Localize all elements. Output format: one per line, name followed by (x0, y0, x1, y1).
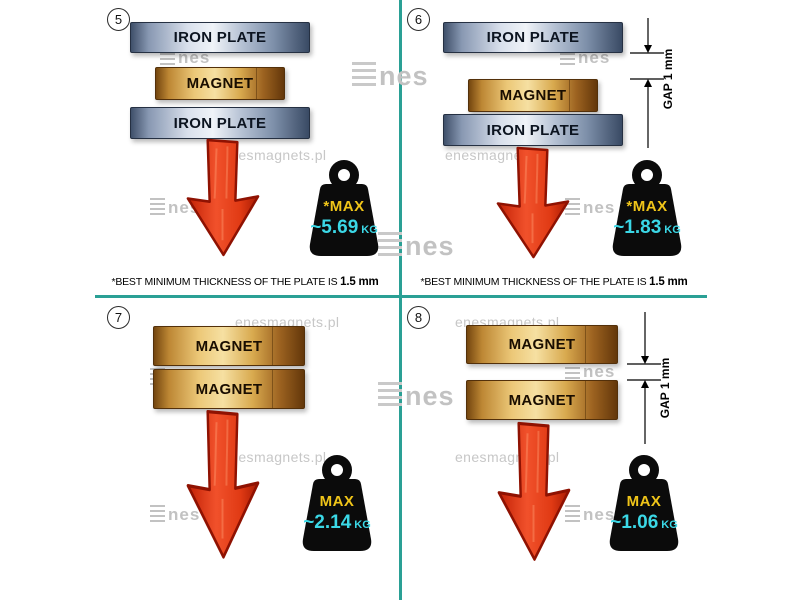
enes-logo-watermark: nes (352, 60, 429, 91)
weight-max-label: MAX (319, 493, 355, 510)
watermark-site: enesmagnets.pl (222, 147, 327, 163)
enes-logo-text: nes (583, 197, 616, 217)
magnet-block-bottom: MAGNET (153, 369, 305, 409)
gap-label: GAP 1 mm (658, 357, 672, 419)
gap-dimension-lines (627, 312, 661, 444)
magnet-block: MAGNET (155, 67, 285, 100)
enes-logo-text: nes (583, 504, 616, 524)
enes-logo-e-icon (150, 505, 165, 522)
enes-logo-text: nes (405, 380, 455, 411)
gap-label: GAP 1 mm (661, 48, 675, 110)
weight-unit: KG (361, 224, 378, 236)
kettlebell-shape (309, 160, 379, 256)
enes-logo-watermark: nes (150, 504, 201, 524)
pull-force-arrow-icon (497, 421, 571, 561)
weight-max-label: *MAX (626, 198, 668, 215)
footnote: *BEST MINIMUM THICKNESS OF THE PLATE IS … (408, 276, 700, 288)
enes-logo-watermark: nes (565, 361, 616, 381)
pull-force-arrow-icon (186, 409, 260, 559)
enes-logo-text: nes (168, 504, 201, 524)
panel-5-number: 5 (107, 8, 130, 31)
enes-logo-watermark: nes (565, 504, 616, 524)
enes-logo-e-icon (565, 505, 580, 522)
enes-logo-watermark: nes (378, 380, 455, 411)
footnote-text: *BEST MINIMUM THICKNESS OF THE PLATE IS (420, 276, 647, 288)
divider-vertical (399, 0, 402, 600)
enes-logo-e-icon (352, 62, 376, 88)
weight-max-label: MAX (626, 493, 662, 510)
enes-logo-watermark: nes (378, 230, 455, 261)
kettlebell-shape (612, 160, 682, 256)
weight-value-number: ~2.14 (303, 512, 352, 533)
footnote: *BEST MINIMUM THICKNESS OF THE PLATE IS … (95, 276, 395, 288)
enes-logo-e-icon (150, 198, 165, 215)
footnote-text: *BEST MINIMUM THICKNESS OF THE PLATE IS (111, 276, 338, 288)
enes-logo-e-icon (565, 362, 580, 379)
panel-6-number: 6 (407, 8, 430, 31)
weight-max-label: *MAX (323, 198, 365, 215)
magnet-block-top: MAGNET (466, 325, 618, 364)
footnote-bold: 1.5 mm (649, 276, 688, 288)
panel-8-number: 8 (407, 306, 430, 329)
enes-logo-e-icon (378, 232, 402, 258)
enes-logo-e-icon (378, 382, 402, 408)
pull-force-arrow-icon (496, 146, 570, 259)
watermark-site: enesmagnets.pl (222, 449, 327, 465)
enes-logo-text: nes (405, 230, 455, 261)
weight-unit: KG (661, 519, 678, 531)
iron-plate-top: IRON PLATE (130, 22, 310, 53)
kettlebell-shape (609, 455, 679, 551)
enes-logo-text: nes (583, 361, 616, 381)
footnote-bold: 1.5 mm (340, 276, 379, 288)
weight-unit: KG (354, 519, 371, 531)
magnet-block: MAGNET (468, 79, 598, 112)
iron-plate-bottom: IRON PLATE (443, 114, 623, 146)
pull-force-arrow-icon (186, 138, 260, 257)
magnet-block-bottom: MAGNET (466, 380, 618, 420)
magnet-block-top: MAGNET (153, 326, 305, 366)
iron-plate-top: IRON PLATE (443, 22, 623, 53)
enes-logo-text: nes (379, 60, 429, 91)
weight-value-number: ~5.69 (310, 217, 359, 238)
kettlebell-shape (302, 455, 372, 551)
gap-dimension-lines (630, 18, 664, 148)
panel-7-number: 7 (107, 306, 130, 329)
iron-plate-bottom: IRON PLATE (130, 107, 310, 139)
weight-unit: KG (664, 224, 681, 236)
weight-value-number: ~1.83 (613, 217, 662, 238)
weight-value-number: ~1.06 (610, 512, 659, 533)
divider-horizontal (95, 295, 707, 298)
